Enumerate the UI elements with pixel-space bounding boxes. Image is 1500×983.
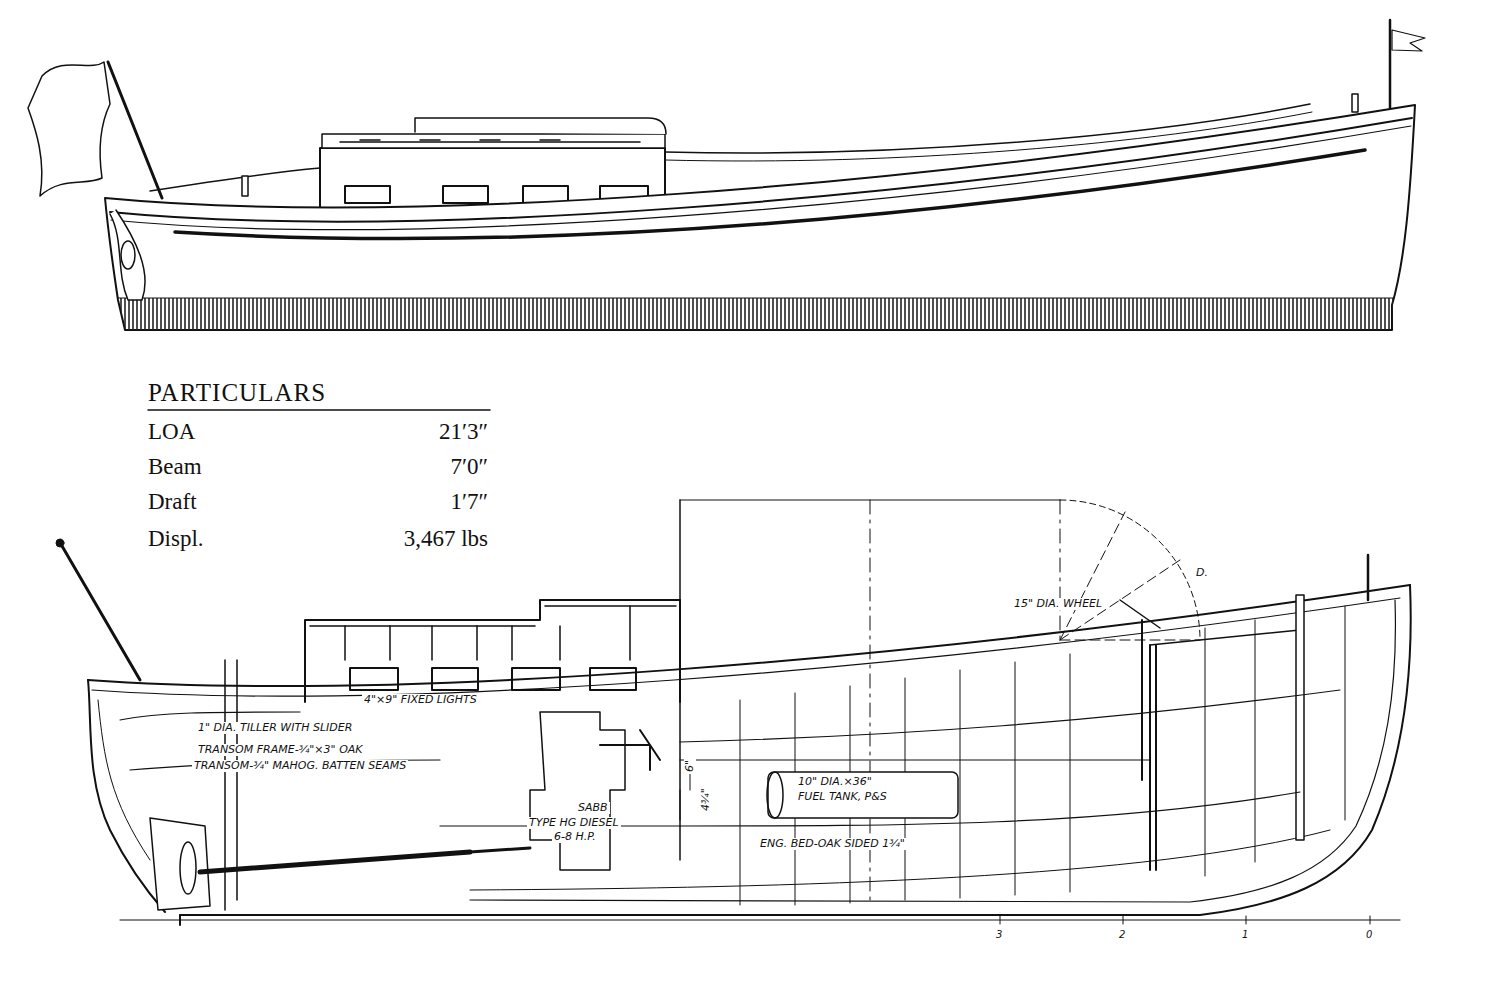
drawing-line [470, 600, 1395, 902]
drawing-line [680, 760, 1150, 761]
drawing-line [28, 62, 110, 196]
part-note: 10" DIA.×36" [796, 776, 874, 788]
table-cell: Draft [148, 490, 197, 514]
part-note: 15" DIA. WHEEL [1012, 598, 1104, 610]
drawing-line [1060, 500, 1061, 640]
profile-view [28, 20, 1425, 330]
drawing-line [56, 539, 64, 547]
drawing-line [310, 606, 676, 626]
drawing-line [111, 126, 1411, 229]
part-note: TRANSOM FRAME-¾"×3" OAK [196, 744, 365, 756]
drawing-line [62, 546, 140, 680]
drawing-line [1352, 94, 1358, 112]
drawing-line [530, 712, 625, 870]
table-cell: 1′7″ [450, 490, 488, 514]
drawing-line [1141, 620, 1143, 780]
drawing-line [92, 598, 1400, 696]
drawing-line [345, 606, 630, 660]
drawing-line [305, 600, 680, 702]
drawing-line [88, 585, 1410, 686]
drawing-line [340, 140, 640, 142]
dimension: 6" [684, 758, 696, 774]
drawing-line [1389, 20, 1392, 108]
drawing-line [665, 112, 1312, 161]
drawing-line [345, 186, 390, 203]
table-cell: Displ. [148, 527, 204, 551]
station-number: 1 [1242, 930, 1248, 941]
drawing-line [443, 186, 488, 203]
drawing-line [108, 62, 162, 198]
drawing-line [148, 409, 490, 411]
drawing-line [1060, 512, 1200, 640]
drawing-line [350, 668, 398, 690]
part-note: D. [1194, 567, 1210, 579]
drawing-line [98, 700, 150, 860]
drawing-line [470, 848, 530, 852]
drawing-line [1150, 645, 1156, 870]
part-note: TRANSOM-¾" MAHOG. BATTEN SEAMS [192, 760, 408, 772]
drawing-line [180, 842, 196, 894]
drawing-line [1150, 630, 1300, 645]
drawing-line [110, 118, 1412, 221]
drawing-line [1060, 500, 1200, 640]
drawing-line [432, 668, 478, 690]
table-cell: 7′0″ [450, 455, 488, 479]
drawing-line [118, 298, 1393, 299]
table-cell: Beam [148, 455, 202, 479]
drawing-line [105, 105, 1415, 330]
station-number: 2 [1119, 930, 1125, 941]
table-cell: LOA [148, 420, 195, 444]
part-note: ENG. BED-OAK SIDED 1¾" [758, 838, 907, 850]
part-note: TYPE HG DIESEL [527, 817, 621, 829]
drawing-line [120, 712, 300, 720]
drawing-line [1000, 916, 1370, 924]
drawing-line [120, 920, 1400, 921]
drawing-line [118, 298, 1393, 330]
drawing-line [175, 150, 1365, 238]
section-view [56, 410, 1411, 925]
part-note: 4"×9" FIXED LIGHTS [362, 694, 479, 706]
drawing-line [150, 168, 320, 191]
drawing-line [680, 690, 1340, 742]
station-number: 0 [1366, 930, 1372, 941]
drawing-line [740, 606, 1345, 905]
part-note: FUEL TANK, P&S [796, 791, 889, 803]
drawing-line [121, 241, 135, 269]
drawing-line [1367, 555, 1370, 600]
part-note: 1" DIA. TILLER WITH SLIDER [196, 722, 354, 734]
part-note: SABB [576, 802, 610, 814]
drawing-line [110, 210, 145, 300]
drawing-line [150, 818, 210, 910]
drawing-line [600, 730, 660, 770]
drawing-line [767, 772, 783, 818]
drawing-line [590, 668, 636, 690]
table-cell: 21′3″ [439, 420, 488, 444]
drawing-line [768, 772, 958, 818]
part-note: 6-8 H.P. [552, 831, 598, 843]
table-heading: PARTICULARS [148, 380, 326, 406]
drawing-line [322, 134, 665, 148]
drawing-line [415, 118, 666, 134]
drawing-line [200, 852, 470, 872]
drawing-line [1392, 30, 1425, 51]
station-number: 3 [996, 930, 1002, 941]
table-cell: 3,467 lbs [404, 527, 488, 551]
drawing-line [242, 176, 248, 196]
dimension: 4¾" [700, 787, 712, 814]
drawing-line [180, 585, 1411, 915]
drawing-line [1296, 595, 1304, 840]
